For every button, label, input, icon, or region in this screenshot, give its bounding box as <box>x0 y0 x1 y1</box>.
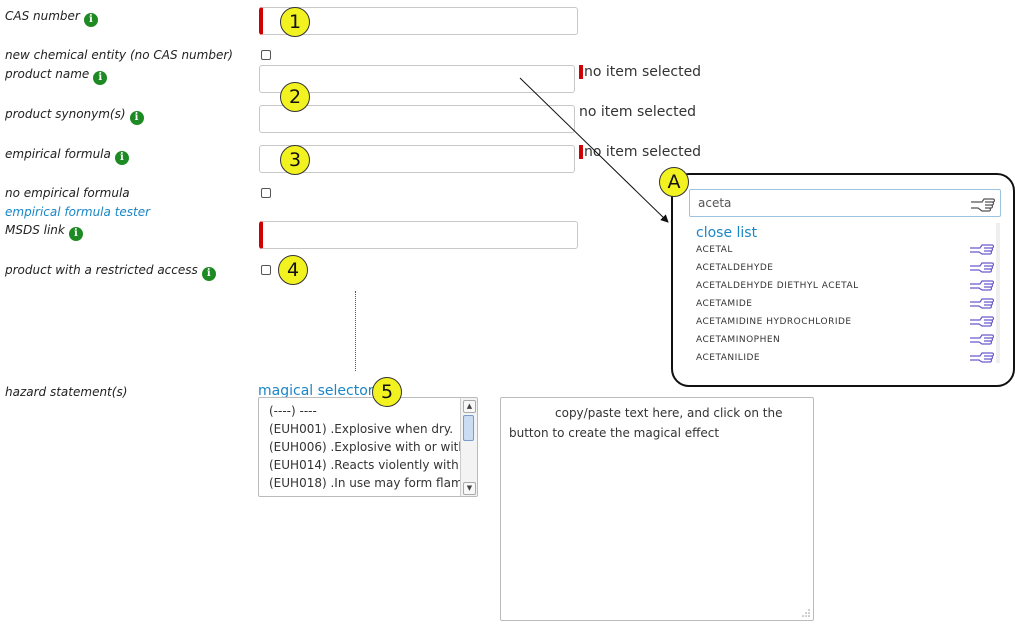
info-icon[interactable]: i <box>68 227 83 241</box>
no-empirical-formula-checkbox[interactable] <box>261 188 271 198</box>
required-marker <box>579 145 583 159</box>
callout-badge-3: 3 <box>280 145 310 175</box>
autocomplete-list: close list ACETAL ACETALDEHYDE ACETALDEH… <box>689 223 1001 385</box>
callout-badge-1: 1 <box>280 7 310 37</box>
textarea-hint-line1: copy/paste text here, and click on the <box>555 406 783 420</box>
magical-selector-link[interactable]: magical selector <box>258 383 374 399</box>
pointing-hand-icon[interactable] <box>969 241 995 257</box>
autocomplete-item[interactable]: ACETALDEHYDE DIETHYL ACETAL <box>696 281 859 291</box>
magical-text-area[interactable]: copy/paste text here, and click on the b… <box>500 397 814 621</box>
autocomplete-scrollbar[interactable] <box>996 223 1000 363</box>
cas-number-input[interactable] <box>259 7 578 35</box>
pointing-hand-icon[interactable] <box>969 277 995 293</box>
callout-badge-a: A <box>659 167 689 197</box>
info-icon[interactable]: i <box>129 111 144 125</box>
product-synonyms-label: product synonym(s)i <box>5 107 144 125</box>
hazard-option[interactable]: (EUH001) .Explosive when dry. <box>269 422 454 436</box>
hazard-statements-label: hazard statement(s) <box>5 385 128 399</box>
empirical-formula-tester-link[interactable]: empirical formula tester <box>5 205 151 219</box>
close-list-link[interactable]: close list <box>696 225 758 241</box>
autocomplete-item[interactable]: ACETALDEHYDE <box>696 263 774 273</box>
msds-link-input[interactable] <box>259 221 578 249</box>
autocomplete-search-input[interactable]: aceta <box>689 189 1001 217</box>
hazard-option[interactable]: (EUH018) .In use may form flammable/expl… <box>269 476 477 490</box>
pointing-hand-icon[interactable] <box>969 295 995 311</box>
info-icon[interactable]: i <box>83 13 98 27</box>
scroll-up-icon[interactable]: ▲ <box>463 400 476 413</box>
dotted-divider <box>355 291 356 371</box>
required-marker <box>579 65 583 79</box>
autocomplete-item[interactable]: ACETAL <box>696 245 733 255</box>
synonyms-status: no item selected <box>579 104 697 120</box>
formula-status: no item selected <box>584 144 702 160</box>
scroll-down-icon[interactable]: ▼ <box>463 482 476 495</box>
pointing-hand-icon[interactable] <box>970 194 996 212</box>
hazard-statements-select[interactable]: (----) ---- (EUH001) .Explosive when dry… <box>258 397 478 497</box>
scroll-thumb[interactable] <box>463 415 474 441</box>
hazard-option[interactable]: (EUH006) .Explosive with or without cont… <box>269 440 477 454</box>
restricted-access-checkbox[interactable] <box>261 265 271 275</box>
pointing-hand-icon[interactable] <box>969 349 995 365</box>
hazard-option[interactable]: (----) ---- <box>269 404 317 418</box>
pointing-hand-icon[interactable] <box>969 313 995 329</box>
info-icon[interactable]: i <box>201 267 216 281</box>
product-synonyms-input[interactable] <box>259 105 575 133</box>
no-empirical-formula-label: no empirical formula <box>5 186 130 200</box>
info-icon[interactable]: i <box>93 71 108 85</box>
autocomplete-item[interactable]: ACETAMINOPHEN <box>696 335 781 345</box>
product-autocomplete-popup: aceta close list ACETAL ACETALDEHYDE ACE… <box>671 173 1015 387</box>
autocomplete-item[interactable]: ACETAMIDINE HYDROCHLORIDE <box>696 317 852 327</box>
product-name-status: no item selected <box>584 64 702 80</box>
hazard-option[interactable]: (EUH014) .Reacts violently with water. <box>269 458 478 472</box>
hazard-scrollbar[interactable]: ▲ ▼ <box>460 398 477 496</box>
autocomplete-item[interactable]: ACETAMIDE <box>696 299 753 309</box>
textarea-hint-line2: button to create the magical effect <box>509 426 720 440</box>
callout-badge-5: 5 <box>372 377 402 407</box>
empirical-formula-input[interactable] <box>259 145 575 173</box>
info-icon[interactable]: i <box>114 151 129 165</box>
new-entity-checkbox[interactable] <box>261 50 271 60</box>
pointing-hand-icon[interactable] <box>969 331 995 347</box>
callout-badge-2: 2 <box>280 82 310 112</box>
callout-badge-4: 4 <box>278 255 308 285</box>
resize-handle-icon[interactable] <box>800 607 810 617</box>
new-entity-label: new chemical entity (no CAS number) <box>5 48 233 62</box>
product-name-input[interactable] <box>259 65 575 93</box>
pointing-hand-icon[interactable] <box>969 259 995 275</box>
autocomplete-item[interactable]: ACETANILIDE <box>696 353 761 363</box>
